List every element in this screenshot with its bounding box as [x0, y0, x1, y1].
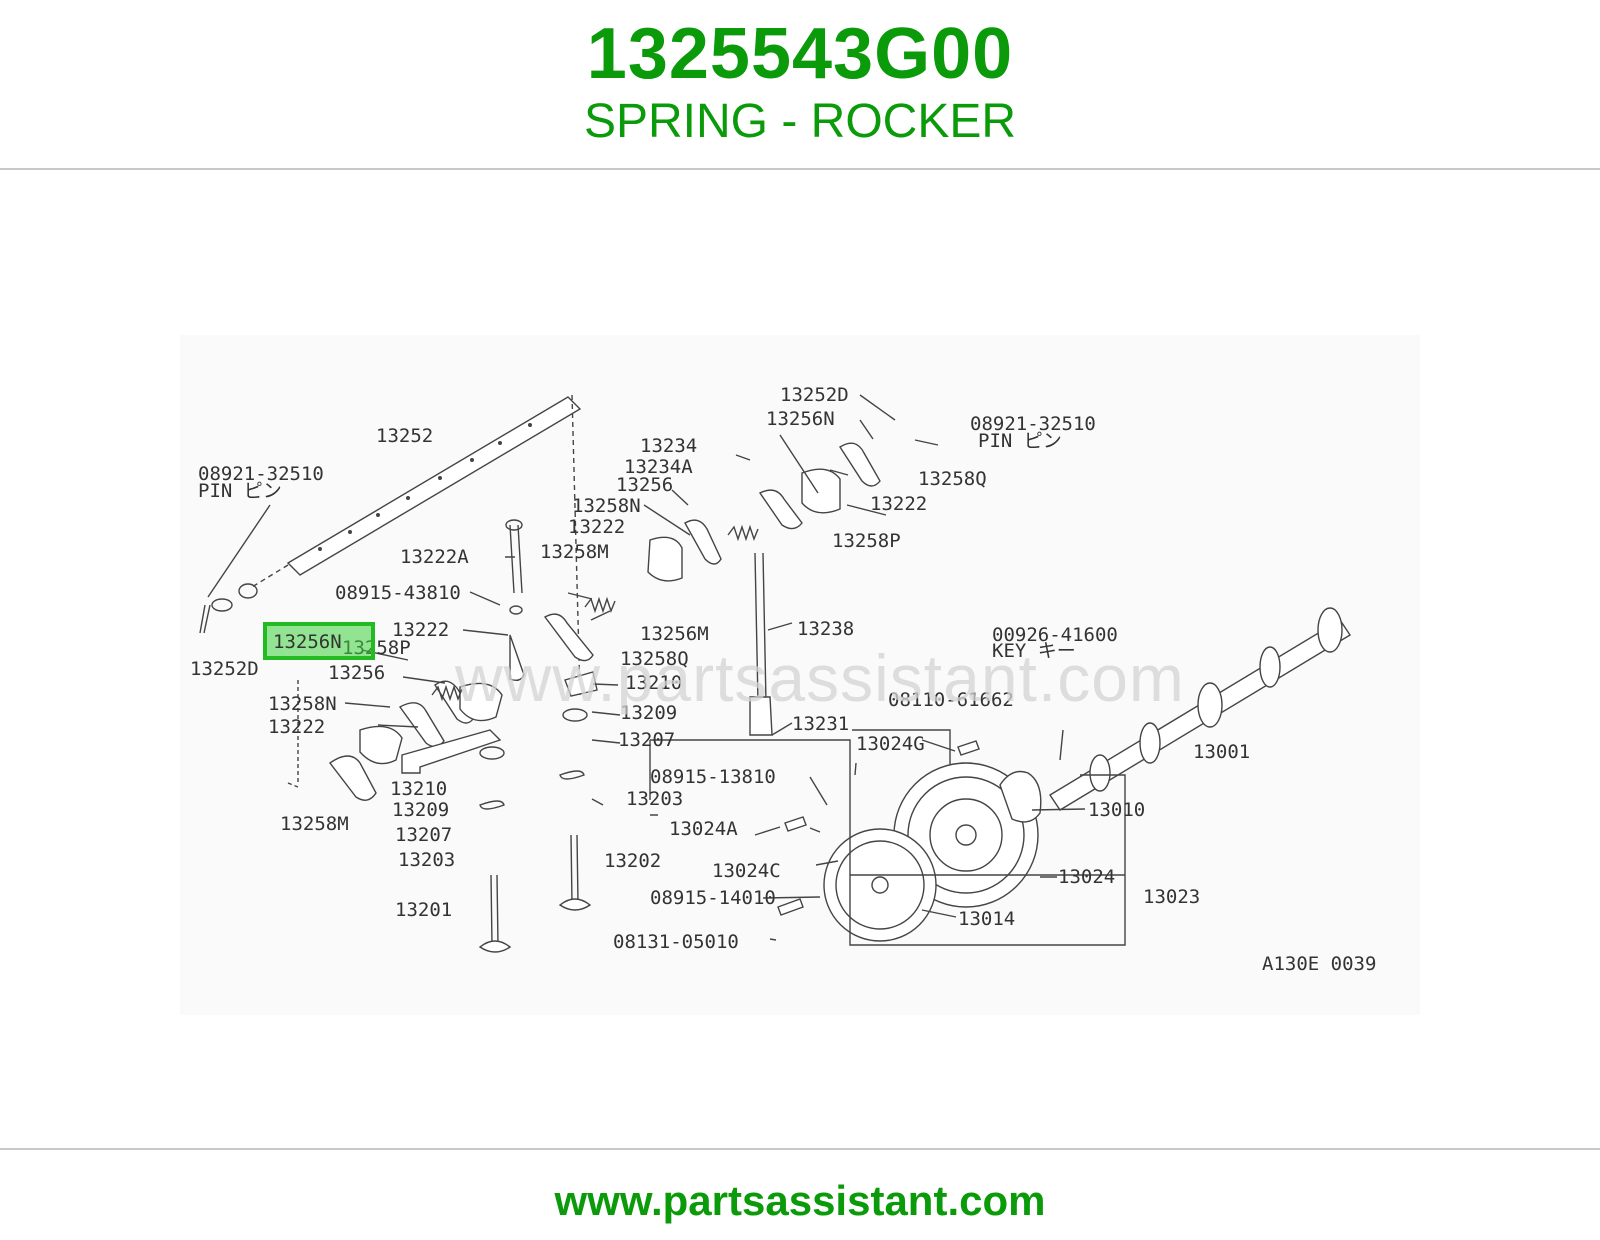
- callout-13234a: 13234A: [624, 456, 693, 478]
- highlighted-part-label: 13256N: [273, 631, 342, 653]
- callout-13252: 13252: [376, 425, 433, 447]
- callout-13222-top: 13222: [870, 493, 927, 515]
- callout-13258m-mid: 13258M: [540, 541, 609, 563]
- header-divider: [0, 168, 1600, 170]
- callout-13203-a: 13203: [626, 788, 683, 810]
- callout-13256m: 13256M: [640, 623, 709, 645]
- callout-08921-left: 08921-32510: [198, 463, 324, 485]
- callout-13258n-low: 13258N: [268, 693, 337, 715]
- callout-13256-b: 13256: [328, 662, 385, 684]
- callout-13231: 13231: [792, 713, 849, 735]
- callout-13203-b: 13203: [398, 849, 455, 871]
- callout-08921-top: 08921-32510: [970, 413, 1096, 435]
- callout-13014: 13014: [958, 908, 1015, 930]
- callout-08131-05010: 08131-05010: [613, 931, 739, 953]
- callout-13258n-mid: 13258N: [572, 495, 641, 517]
- exploded-view-drawing: 13252D 13256N 08921-32510 PIN ピン 13234 1…: [190, 384, 1376, 975]
- callout-13209-a: 13209: [620, 702, 677, 724]
- callout-13207-a: 13207: [618, 729, 675, 751]
- callout-13001: 13001: [1193, 741, 1250, 763]
- callout-13222-mid: 13222: [568, 516, 625, 538]
- part-number: 1325543G00: [586, 14, 1014, 94]
- highlighted-part-callout[interactable]: 13256N: [263, 622, 375, 660]
- callout-13258q-low: 13258Q: [620, 648, 689, 670]
- callout-08915-43810: 08915-43810: [335, 582, 461, 604]
- callout-13210-b: 13210: [390, 778, 447, 800]
- footer-divider: [0, 1148, 1600, 1150]
- footer-url[interactable]: www.partsassistant.com: [554, 1177, 1046, 1224]
- diagram-code: A130E 0039: [1262, 953, 1376, 975]
- callout-13209-b: 13209: [392, 799, 449, 821]
- callout-13024c: 13024C: [712, 860, 781, 882]
- callout-13210-a: 13210: [625, 672, 682, 694]
- callout-13222-lowest: 13222: [268, 716, 325, 738]
- callout-13222-low: 13222: [392, 619, 449, 641]
- callout-13258q-top: 13258Q: [918, 468, 987, 490]
- parts-diagram: 13252D 13256N 08921-32510 PIN ピン 13234 1…: [180, 335, 1420, 1015]
- callout-13252d-left: 13252D: [190, 658, 259, 680]
- callout-13258m-low: 13258M: [280, 813, 349, 835]
- callout-00926-41600: 00926-41600: [992, 624, 1118, 646]
- callout-13256-a: 13256: [616, 474, 673, 496]
- callout-13258p-top: 13258P: [832, 530, 901, 552]
- callout-pin-left: PIN ピン: [198, 480, 282, 502]
- callout-13024: 13024: [1058, 866, 1115, 888]
- callout-08915-13810: 08915-13810: [650, 766, 776, 788]
- callout-13252d-top: 13252D: [780, 384, 849, 406]
- callout-pin-top: PIN ピン: [978, 430, 1062, 452]
- callout-13238: 13238: [797, 618, 854, 640]
- callout-13202: 13202: [604, 850, 661, 872]
- callout-13234: 13234: [640, 435, 697, 457]
- header: 1325543G00 SPRING - ROCKER: [0, 0, 1600, 168]
- callout-13024g: 13024G: [856, 733, 925, 755]
- callout-13023: 13023: [1143, 886, 1200, 908]
- callout-key: KEY キー: [992, 640, 1076, 662]
- callout-13207-b: 13207: [395, 824, 452, 846]
- callout-13256n-top: 13256N: [766, 408, 835, 430]
- callout-08110-61662: 08110-61662: [888, 689, 1014, 711]
- callout-13024a: 13024A: [669, 818, 738, 840]
- part-name: SPRING - ROCKER: [583, 95, 1017, 148]
- watermark: www.partsassistant.com: [455, 641, 1185, 715]
- callout-13201: 13201: [395, 899, 452, 921]
- callout-13222a: 13222A: [400, 546, 469, 568]
- callout-08915-14010: 08915-14010: [650, 887, 776, 909]
- callout-13010: 13010: [1088, 799, 1145, 821]
